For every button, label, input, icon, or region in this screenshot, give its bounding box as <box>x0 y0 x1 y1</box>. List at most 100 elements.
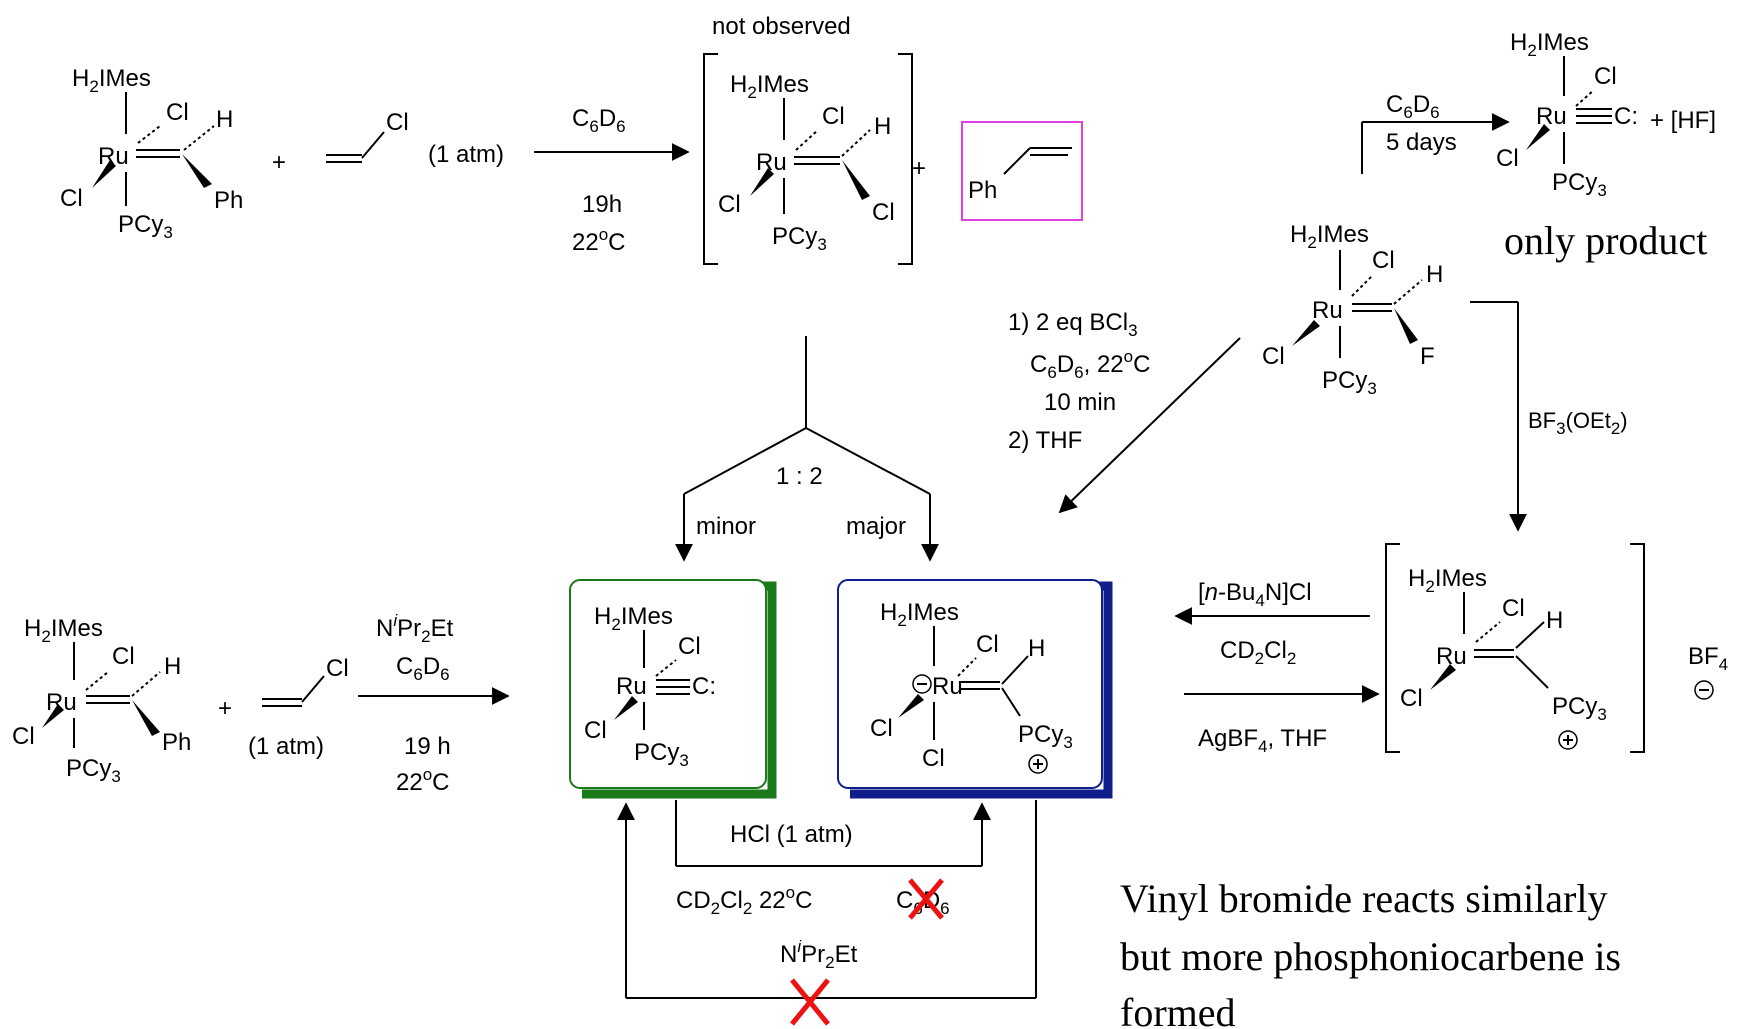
label-pcy3: PCy3 <box>772 223 827 254</box>
label-ph: Ph <box>968 177 997 204</box>
plus-sign: + <box>912 155 926 182</box>
label-minor: minor <box>696 513 756 540</box>
label-pcy3: PCy3 <box>66 755 121 786</box>
label-time: 19h <box>582 191 622 218</box>
label-cl: Cl <box>1594 63 1617 90</box>
label-base: NiPr2Et <box>780 937 858 972</box>
label-nbu4ncl: [n-Bu4N]Cl <box>1198 579 1312 610</box>
label-h2imes: H2IMes <box>72 65 151 96</box>
label-carbide: C: <box>1614 103 1638 130</box>
label-time: 19 h <box>404 733 451 760</box>
label-cl: Cl <box>326 655 349 682</box>
hcl-arrow: HCl (1 atm) CD2Cl2 22oC C6D6 <box>675 800 991 920</box>
chlorocarbene-intermediate: H2IMes Ru PCy3 Cl Cl H Cl <box>703 53 913 265</box>
label-cl: Cl <box>718 191 741 218</box>
label-cl: Cl <box>584 717 607 744</box>
label-cl: Cl <box>922 745 945 772</box>
label-cl: Cl <box>872 199 895 226</box>
plus-sign: + <box>218 695 232 722</box>
grubbs-catalyst-bottom: H2IMes Ru PCy3 Cl Cl H Ph <box>12 615 191 786</box>
label-major: major <box>846 513 906 540</box>
label-thf: 2) THF <box>1008 427 1082 454</box>
split-tree: 1 : 2 minor major <box>675 336 939 562</box>
styrene-box: Ph <box>961 121 1083 221</box>
vinyl-bromide-note: Vinyl bromide reacts similarly but more … <box>1120 876 1621 1029</box>
label-ru: Ru <box>932 673 963 700</box>
label-ru: Ru <box>616 673 647 700</box>
label-cl: Cl <box>12 723 35 750</box>
fluorocarbene-complex: H2IMes Ru PCy3 Cl Cl H F <box>1262 221 1443 398</box>
bf3-arrow: BF3(OEt2) <box>1470 301 1628 532</box>
base-return-arrow: NiPr2Et <box>617 800 1037 1026</box>
bottom-reaction-arrow: NiPr2Et C6D6 19 h 22oC <box>358 611 510 796</box>
label-h: H <box>164 653 181 680</box>
label-cl: Cl <box>1502 595 1525 622</box>
label-pcy3: PCy3 <box>1552 169 1607 200</box>
label-c6d6: C6D6 <box>572 105 626 136</box>
label-h2imes: H2IMes <box>1510 29 1589 60</box>
label-ratio: 1 : 2 <box>776 463 823 490</box>
label-h2imes: H2IMes <box>880 599 959 630</box>
label-cl: Cl <box>870 715 893 742</box>
label-c6d6: C6D6 <box>396 653 450 684</box>
label-f: F <box>1420 343 1435 370</box>
label-cd2cl2-temp: CD2Cl2 22oC <box>676 883 812 918</box>
label-cl: Cl <box>678 633 701 660</box>
carbide-formation-arrow: C6D6 5 days <box>1361 91 1510 174</box>
label-h2imes: H2IMes <box>730 71 809 102</box>
label-bf3: BF3(OEt2) <box>1528 408 1628 438</box>
label-cl: Cl <box>386 109 409 136</box>
note-line-2: but more phosphoniocarbene is <box>1120 934 1621 979</box>
label-ten-min: 10 min <box>1044 389 1116 416</box>
note-line-1: Vinyl bromide reacts similarly <box>1120 876 1607 921</box>
label-temp: 22oC <box>396 765 450 796</box>
label-base: NiPr2Et <box>376 611 454 646</box>
cross-mark <box>908 878 944 920</box>
right-exchange-arrows: [n-Bu4N]Cl CD2Cl2 AgBF4, THF <box>1174 579 1380 756</box>
label-pcy3: PCy3 <box>1552 693 1607 724</box>
label-h: H <box>1028 635 1045 662</box>
label-h: H <box>216 106 233 133</box>
label-not-observed: not observed <box>712 13 851 40</box>
label-ru: Ru <box>1536 103 1567 130</box>
label-cl: Cl <box>1262 343 1285 370</box>
label-cl: Cl <box>166 99 189 126</box>
label-h2imes: H2IMes <box>1290 221 1369 252</box>
cationic-fluoroborate-complex: H2IMes Ru Cl Cl H PCy3 <box>1385 543 1645 753</box>
label-c6d6: C6D6 <box>1386 91 1440 122</box>
label-one-atm: (1 atm) <box>428 141 504 168</box>
label-only-product: only product <box>1504 218 1707 263</box>
label-cl: Cl <box>1496 145 1519 172</box>
cross-mark <box>790 978 830 1026</box>
label-hcl: HCl (1 atm) <box>730 821 853 848</box>
label-h2imes: H2IMes <box>1408 565 1487 596</box>
label-pcy3: PCy3 <box>118 211 173 242</box>
grubbs-catalyst-top: H2IMes Ru PCy3 Cl Cl H Ph <box>60 65 243 242</box>
label-ph: Ph <box>162 729 191 756</box>
label-cl: Cl <box>1400 685 1423 712</box>
plus-sign: + <box>272 149 286 176</box>
label-bf4: BF4 <box>1688 643 1728 674</box>
label-h: H <box>1426 261 1443 288</box>
label-ru: Ru <box>1312 297 1343 324</box>
label-cl: Cl <box>60 185 83 212</box>
label-h2imes: H2IMes <box>594 603 673 634</box>
label-agbf4: AgBF4, THF <box>1198 725 1327 756</box>
label-cl: Cl <box>112 643 135 670</box>
label-five-days: 5 days <box>1386 129 1457 156</box>
label-cd2cl2: CD2Cl2 <box>1220 637 1296 668</box>
ruthenium-carbide-box: H2IMes Ru PCy3 Cl Cl C: <box>569 579 777 799</box>
top-reaction-arrow: C6D6 19h 22oC <box>534 105 690 256</box>
label-carbide: C: <box>692 673 716 700</box>
label-bcl3: 1) 2 eq BCl3 <box>1008 309 1138 340</box>
label-h: H <box>874 113 891 140</box>
label-cl: Cl <box>976 631 999 658</box>
label-temp: 22oC <box>572 225 626 256</box>
bf4-counterion: BF4 <box>1688 643 1728 700</box>
label-plus-hf: + [HF] <box>1650 107 1716 134</box>
vinyl-chloride-bottom: Cl (1 atm) <box>248 655 349 760</box>
note-line-3: formed <box>1120 990 1236 1029</box>
label-ph: Ph <box>214 187 243 214</box>
label-one-atm: (1 atm) <box>248 733 324 760</box>
